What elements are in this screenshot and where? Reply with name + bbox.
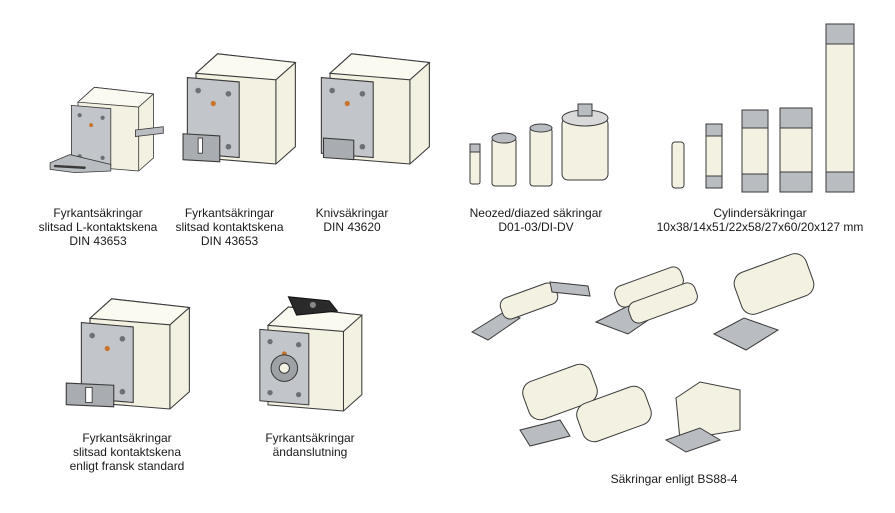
fuse-neozed-image [469,103,609,187]
caption-line: Fyrkantsäkringar [53,206,143,220]
fuse-bs88-image [470,253,815,453]
fuse-french-image [65,298,190,410]
caption-line: Fyrkantsäkringar [184,206,275,220]
caption-line: Säkringar enligt BS88-4 [610,472,738,486]
caption-slot-contact: Fyrkantsäkringar slitsad kontaktskena DI… [172,206,287,248]
caption-line: slitsad L-kontaktskena [38,220,158,234]
caption-line: Neozed/diazed säkringar [469,206,603,220]
caption-line: DIN 43653 [69,234,127,248]
caption-line: slitsad kontaktskena [72,445,182,459]
fuse-knife-image [320,53,430,165]
caption-line: Fyrkantsäkringar [82,431,172,445]
fuse-l-slot-image [49,86,164,174]
caption-line: D01-03/DI-DV [498,220,574,234]
caption-line: slitsad kontaktskena [175,220,284,234]
caption-line: DIN 43653 [200,234,259,248]
caption-french: Fyrkantsäkringar slitsad kontaktskena en… [62,431,192,473]
caption-end-connection: Fyrkantsäkringar ändanslutning [255,431,365,459]
fuse-slot-contact-image [182,53,296,165]
caption-cylinder: Cylindersäkringar 10x38/14x51/22x58/27x6… [655,206,865,234]
caption-neozed: Neozed/diazed säkringar D01-03/DI-DV [466,206,606,234]
caption-line: Knivsäkringar [315,206,389,220]
caption-line: enligt fransk standard [69,459,185,473]
caption-bs88: Säkringar enligt BS88-4 [604,472,744,486]
caption-line: Fyrkantsäkringar [265,431,355,445]
caption-line: Cylindersäkringar [713,206,807,220]
caption-line: DIN 43620 [323,220,381,234]
caption-line: 10x38/14x51/22x58/27x60/20x127 mm [656,220,864,234]
fuse-cylinder-image [671,23,855,193]
caption-line: ändanslutning [272,445,348,459]
fuse-end-connection-image [259,296,363,412]
caption-knife: Knivsäkringar DIN 43620 [312,206,392,234]
caption-l-slot: Fyrkantsäkringar slitsad L-kontaktskena … [38,206,158,248]
